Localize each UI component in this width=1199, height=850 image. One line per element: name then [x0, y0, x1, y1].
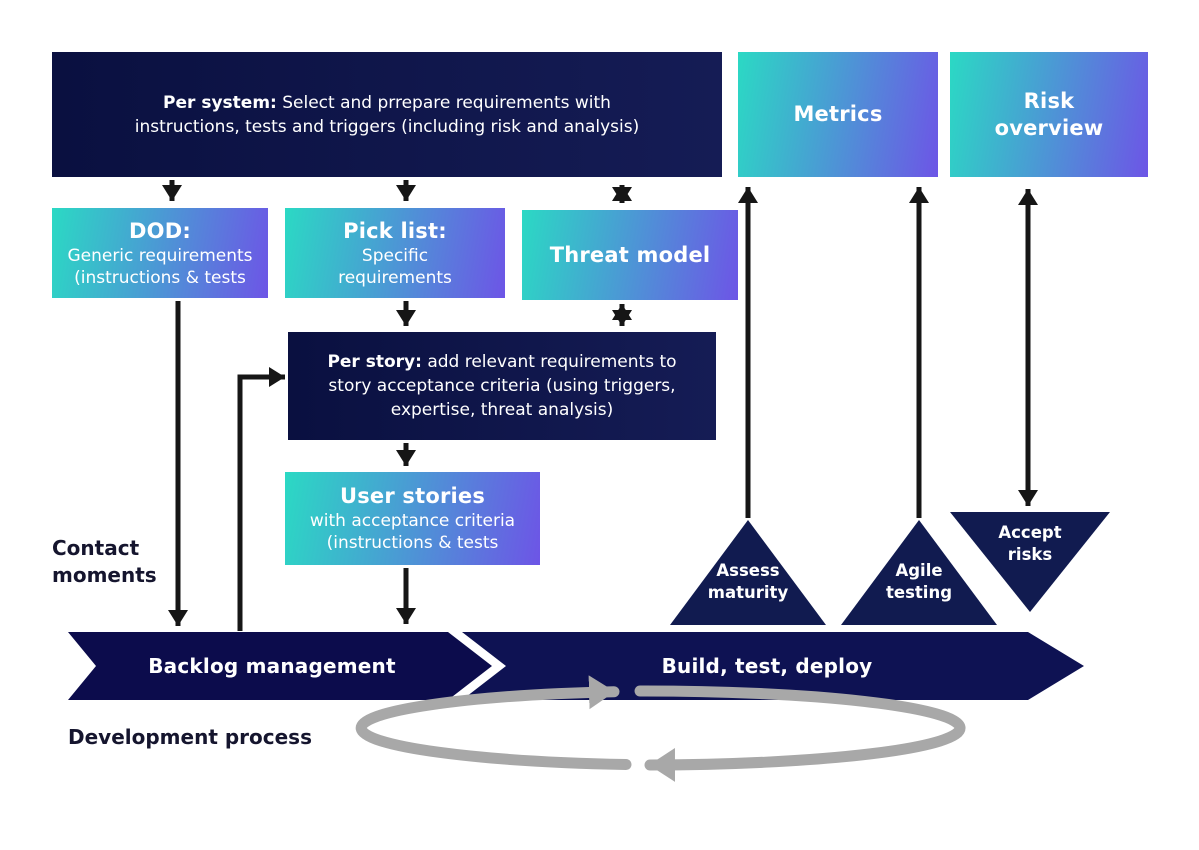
- dod-line2: Generic requirements: [67, 245, 253, 266]
- accept-line1: Accept: [998, 523, 1062, 542]
- accept-line2: risks: [1007, 545, 1053, 564]
- metrics-box: Metrics: [738, 52, 938, 177]
- per-system-line1: Per system: Select and prrepare requirem…: [163, 91, 611, 115]
- per-story-line3: expertise, threat analysis): [390, 400, 614, 420]
- user-stories-line2: with acceptance criteria: [309, 511, 516, 531]
- contact-line2: moments: [52, 563, 157, 587]
- iteration-loop-left-arc: [355, 675, 632, 770]
- development-process-label: Development process: [68, 725, 312, 749]
- per-system-line2: instructions, tests and triggers (includ…: [134, 116, 640, 137]
- user-stories-line3: (instructions & tests: [326, 533, 499, 553]
- risk-overview-line1: Risk: [1023, 88, 1075, 113]
- assess-line2: maturity: [707, 583, 789, 602]
- per-story-line1: Per story: add relevant requirements to: [327, 350, 676, 374]
- per-system-box: Per system: Select and prrepare requirem…: [52, 52, 722, 177]
- accept-risks-label: Accept risks: [955, 522, 1105, 566]
- user-stories-box: User stories with acceptance criteria (i…: [285, 472, 540, 565]
- per-system-rest: Select and prrepare requirements with: [276, 92, 611, 113]
- risk-overview-line2: overview: [994, 115, 1104, 140]
- backlog-banner-shape: [68, 632, 492, 700]
- threat-model-box: Threat model: [522, 210, 738, 300]
- threat-model-title: Threat model: [549, 242, 711, 267]
- per-system-lead: Per system:: [163, 92, 277, 113]
- per-story-line2: story acceptance criteria (using trigger…: [328, 376, 676, 396]
- build-banner-shape: [462, 632, 1084, 700]
- contact-moments-label: Contact moments: [52, 535, 157, 589]
- accept-risks-triangle: [950, 512, 1110, 612]
- per-story-lead: Per story:: [327, 352, 422, 372]
- pick-list-line3: requirements: [338, 267, 452, 288]
- user-stories-title: User stories: [339, 484, 486, 508]
- pick-list-box: Pick list: Specific requirements: [285, 208, 505, 298]
- assess-maturity-triangle: [670, 520, 826, 625]
- risk-overview-box: Risk overview: [950, 52, 1148, 177]
- pick-list-line2: Specific: [361, 245, 429, 266]
- per-story-rest: add relevant requirements to: [421, 352, 677, 372]
- agile-line2: testing: [886, 583, 952, 602]
- agile-line1: Agile: [895, 561, 943, 580]
- dod-box: DOD: Generic requirements (instructions …: [52, 208, 268, 298]
- pick-list-title: Pick list:: [343, 218, 447, 243]
- dod-title: DOD:: [129, 218, 191, 243]
- assess-maturity-label: Assess maturity: [673, 560, 823, 604]
- metrics-title: Metrics: [793, 102, 883, 126]
- contact-line1: Contact: [52, 536, 140, 560]
- per-story-box: Per story: add relevant requirements to …: [288, 332, 716, 440]
- arrow-backlog-to-perstory: [237, 367, 285, 631]
- assess-line1: Assess: [716, 561, 780, 580]
- build-banner-label: Build, test, deploy: [661, 654, 873, 678]
- dod-line3: (instructions & tests: [74, 267, 246, 288]
- agile-testing-label: Agile testing: [844, 560, 994, 604]
- iteration-loop-right-arc: [634, 685, 966, 782]
- agile-testing-triangle: [841, 520, 997, 625]
- backlog-banner-label: Backlog management: [148, 654, 396, 678]
